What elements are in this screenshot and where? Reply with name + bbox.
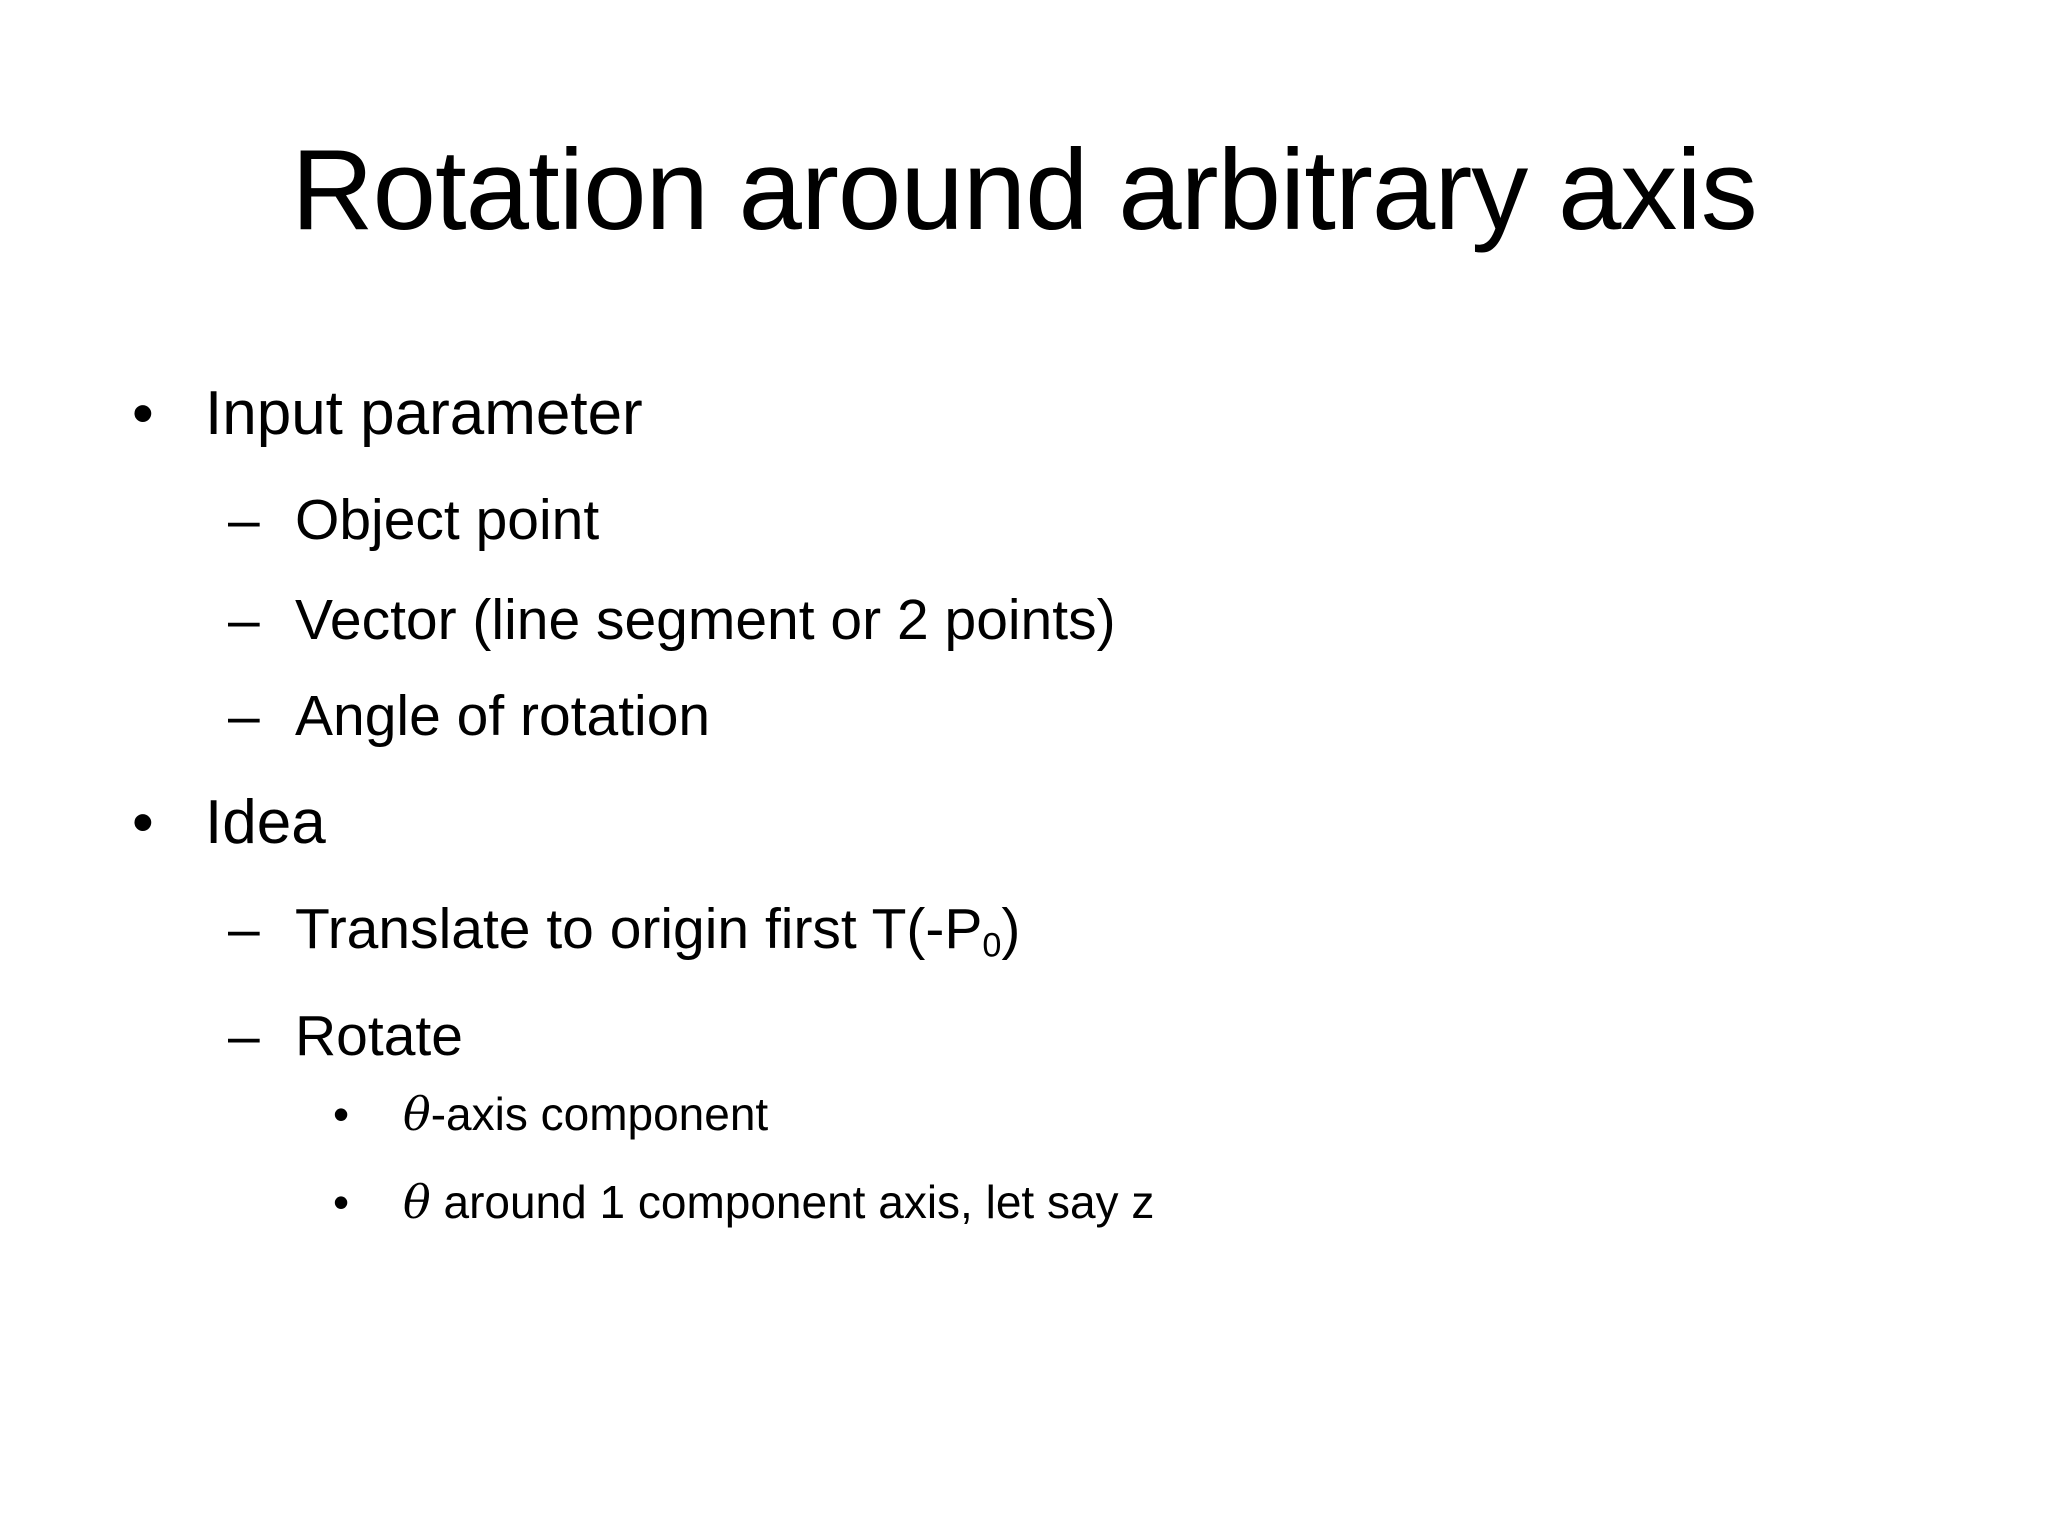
list-item-vector: – Vector (line segment or 2 points): [0, 588, 2048, 654]
list-item-input-parameter: • Input parameter: [0, 378, 2048, 449]
list-item-idea: • Idea: [0, 787, 2048, 858]
formula-text: ): [1001, 897, 1021, 961]
dash-bullet-icon: –: [228, 588, 260, 652]
list-item-text: Angle of rotation: [295, 684, 711, 748]
bullet-icon: •: [132, 379, 154, 448]
list-item-text: θ-axis component: [0, 1088, 768, 1141]
list-item-text: Vector (line segment or 2 points): [295, 588, 1116, 652]
bullet-icon: •: [132, 788, 154, 857]
list-item-text: θ around 1 component axis, let say z: [0, 1176, 1154, 1229]
formula-text: Translate to origin first T(-P: [295, 897, 983, 961]
list-item-text-rest: -axis component: [430, 1088, 769, 1140]
theta-symbol: θ: [403, 1175, 431, 1229]
list-item-translate-to-origin: – Translate to origin first T(-P0): [0, 897, 2048, 966]
bullet-icon: •: [333, 1088, 350, 1140]
list-item-text: Object point: [295, 488, 600, 552]
list-item-object-point: – Object point: [0, 488, 2048, 554]
list-item-text: Rotate: [295, 1004, 463, 1068]
list-item-text: Translate to origin first T(-P0): [0, 897, 1020, 966]
dash-bullet-icon: –: [228, 897, 260, 961]
slide-title: Rotation around arbitrary axis: [291, 127, 1757, 254]
list-item-theta-axis-component: • θ-axis component: [0, 1088, 2048, 1141]
subscript-zero: 0: [982, 926, 1002, 965]
dash-bullet-icon: –: [228, 488, 260, 552]
list-item-theta-around-axis: • θ around 1 component axis, let say z: [0, 1176, 2048, 1229]
bullet-icon: •: [333, 1176, 350, 1228]
list-item-text: Idea: [205, 788, 326, 857]
dash-bullet-icon: –: [228, 1004, 260, 1068]
list-item-text-rest: around 1 component axis, let say z: [430, 1176, 1155, 1228]
theta-symbol: θ: [403, 1087, 431, 1141]
list-item-rotate: – Rotate: [0, 1004, 2048, 1070]
list-item-text: Input parameter: [205, 379, 643, 448]
dash-bullet-icon: –: [228, 684, 260, 748]
list-item-angle-of-rotation: – Angle of rotation: [0, 684, 2048, 750]
